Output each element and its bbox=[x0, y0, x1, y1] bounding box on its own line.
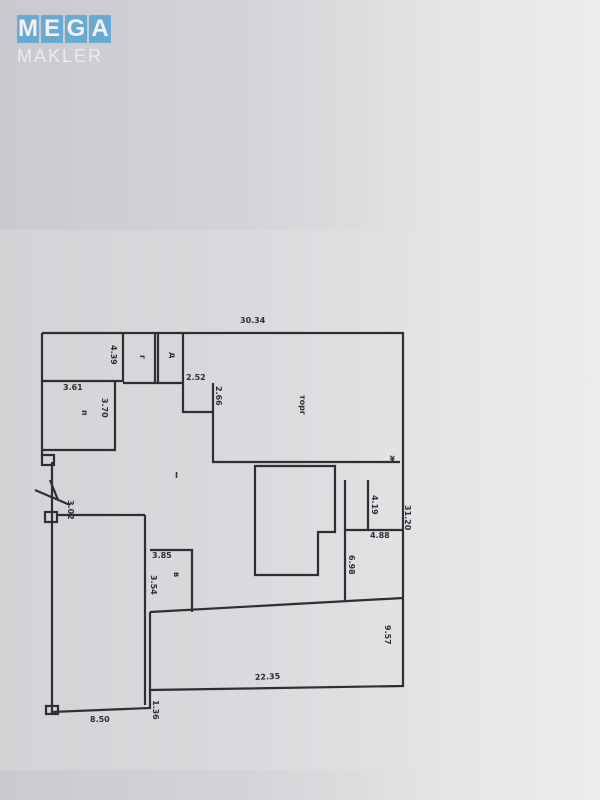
logo-letter: G bbox=[65, 15, 87, 43]
dim-d10: 4.19 bbox=[370, 495, 379, 515]
dim-bottom-gap: 1.36 bbox=[151, 700, 160, 720]
dim-d9: 6.98 bbox=[347, 555, 356, 575]
room-hall: I bbox=[175, 471, 178, 480]
room-v: в bbox=[172, 572, 181, 577]
room-walls-bottom bbox=[57, 513, 404, 705]
room-labels: торг I п г д в ж bbox=[80, 352, 397, 577]
dim-d3: 2.52 bbox=[186, 373, 206, 382]
logo-letter: A bbox=[89, 15, 111, 43]
paper-sheet bbox=[0, 230, 430, 770]
inner-block bbox=[253, 464, 337, 577]
room-walls-right bbox=[343, 480, 403, 600]
room-walls-left bbox=[42, 333, 125, 452]
dim-right: 31.20 bbox=[403, 505, 412, 531]
dim-d1: 3.85 bbox=[152, 551, 172, 560]
room-main: торг bbox=[298, 395, 307, 415]
dim-bottom-left: 8.50 bbox=[90, 715, 110, 724]
dim-d4: 2.66 bbox=[214, 386, 223, 406]
dim-d8: 4.88 bbox=[370, 531, 390, 540]
room-p: п bbox=[80, 410, 89, 416]
room-d: д bbox=[168, 352, 177, 359]
door-swing bbox=[34, 479, 71, 507]
dim-d5: 3.70 bbox=[100, 398, 109, 418]
dim-d7: 4.39 bbox=[109, 345, 118, 365]
dim-d2: 3.54 bbox=[149, 575, 158, 595]
logo-letter: M bbox=[17, 15, 39, 43]
logo-makler: MAKLER bbox=[17, 46, 104, 66]
dim-d11: 3.02 bbox=[66, 500, 75, 520]
column bbox=[44, 704, 60, 716]
dimension-labels: 30.34 31.20 22.35 8.50 1.36 9.57 3.85 3.… bbox=[63, 316, 412, 724]
room-g: г bbox=[138, 355, 147, 359]
dim-bottom-long: 22.35 bbox=[255, 672, 281, 682]
dim-right-inner: 9.57 bbox=[383, 625, 392, 645]
column bbox=[43, 510, 59, 524]
column bbox=[40, 453, 56, 467]
room-walls-top bbox=[123, 333, 400, 464]
dim-d6: 3.61 bbox=[63, 383, 83, 392]
room-zh: ж bbox=[388, 455, 397, 463]
logo-letter: E bbox=[41, 15, 63, 43]
dim-top: 30.34 bbox=[240, 316, 266, 325]
walls bbox=[34, 331, 405, 716]
